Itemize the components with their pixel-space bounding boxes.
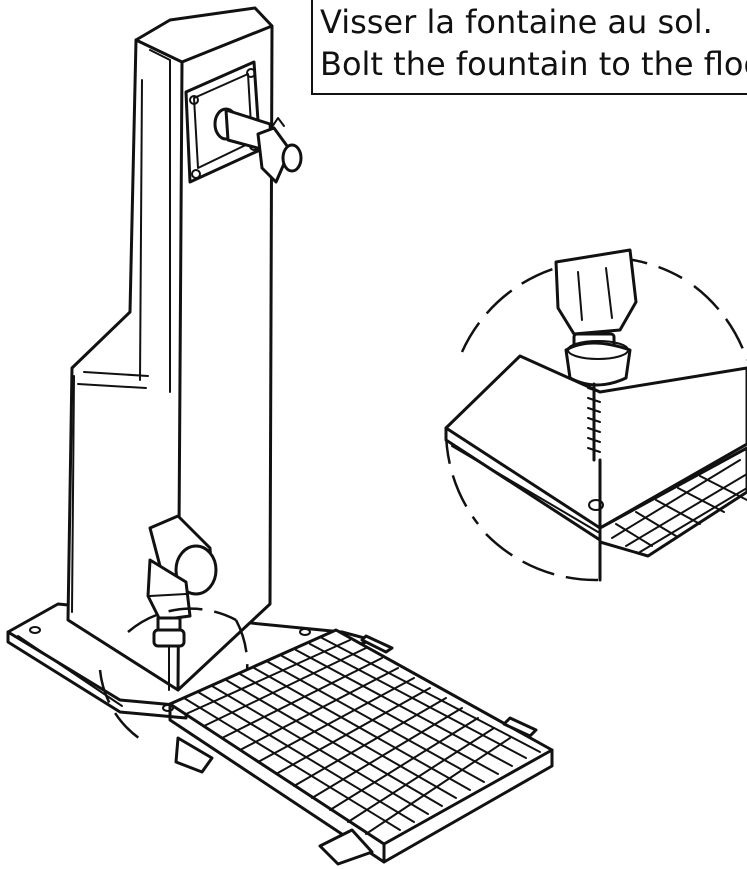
lower-nozzle <box>146 514 218 691</box>
instruction-text-french: Visser la fontaine au sol. <box>320 3 713 41</box>
upper-faucet <box>184 60 303 184</box>
drain-grate <box>168 628 554 866</box>
detail-callout-circle-large <box>444 248 747 582</box>
instruction-caption-box: Visser la fontaine au sol. Bolt the foun… <box>311 0 747 95</box>
instruction-text-english: Bolt the fountain to the floor. <box>320 45 747 83</box>
